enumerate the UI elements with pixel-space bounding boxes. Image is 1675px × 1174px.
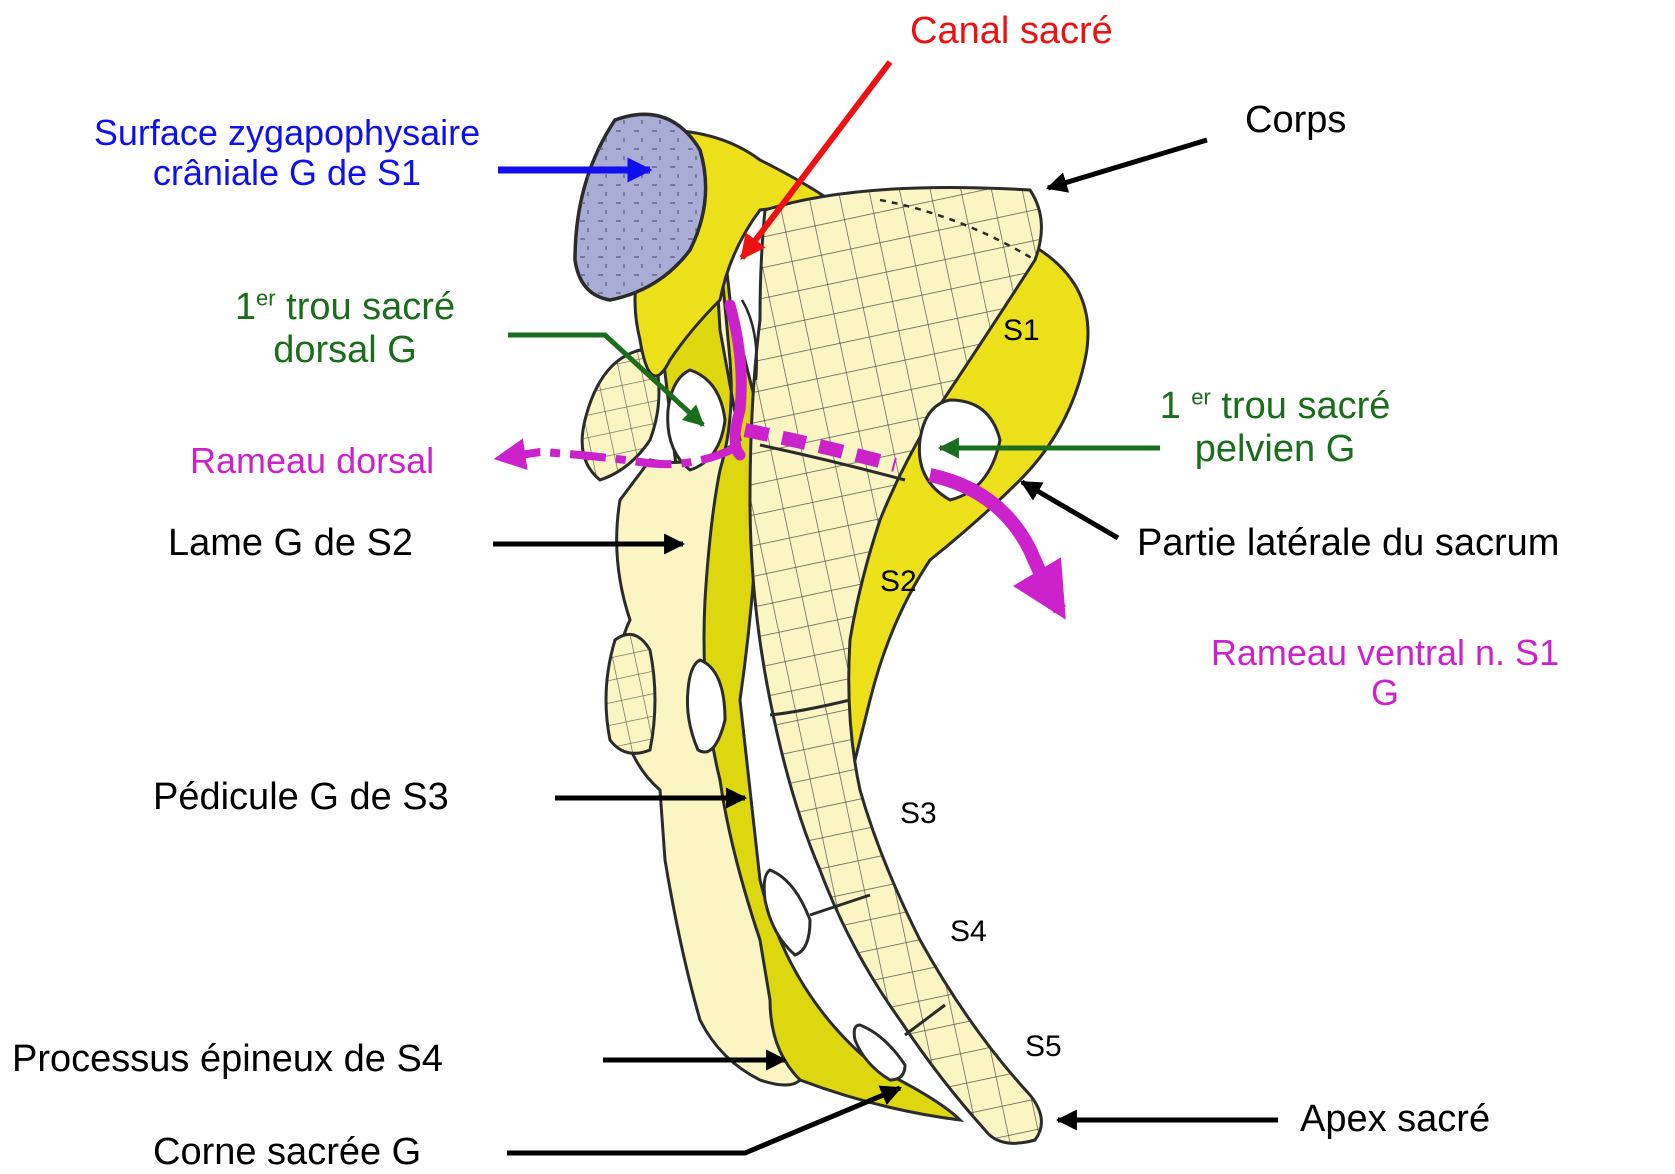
segment-s1: S1 [1003, 314, 1040, 348]
trou-dorsal-label-line2: dorsal G [195, 329, 495, 372]
surface-label-line2: crâniale G de S1 [52, 153, 522, 193]
trou-pelvien-label: 1 er trou sacré pelvien G [1130, 385, 1420, 470]
apex-label: Apex sacré [1300, 1098, 1490, 1141]
rameau-ventral-label: Rameau ventral n. S1 G [1175, 633, 1595, 714]
rameau-ventral-label-line2: G [1175, 673, 1595, 713]
processus-label: Processus épineux de S4 [12, 1038, 443, 1081]
partie-laterale-label: Partie latérale du sacrum [1137, 522, 1559, 565]
rameau-dorsal-label: Rameau dorsal [190, 441, 434, 481]
surface-label: Surface zygapophysaire crâniale G de S1 [52, 113, 522, 194]
segment-s4: S4 [950, 915, 987, 949]
surface-label-line1: Surface zygapophysaire [52, 113, 522, 153]
trou-pelvien-label-line1: 1 er trou sacré [1130, 385, 1420, 428]
lame-label: Lame G de S2 [168, 522, 413, 565]
rameau-ventral-label-line1: Rameau ventral n. S1 [1175, 633, 1595, 673]
segment-s3: S3 [900, 797, 937, 831]
segment-s5: S5 [1025, 1030, 1062, 1064]
corne-arrow [507, 1088, 900, 1153]
canal-label: Canal sacré [910, 10, 1113, 53]
segment-s2: S2 [880, 565, 917, 599]
trou-dorsal-label-line1: 1er trou sacré [195, 286, 495, 329]
trou-dorsal-label: 1er trou sacré dorsal G [195, 286, 495, 371]
corps-arrow [1048, 140, 1207, 188]
pedicule-label: Pédicule G de S3 [153, 776, 449, 819]
partie-laterale-arrow [1022, 482, 1118, 538]
trou-pelvien-label-line2: pelvien G [1130, 428, 1420, 471]
corne-label: Corne sacrée G [153, 1131, 421, 1174]
corps-label: Corps [1245, 99, 1346, 142]
